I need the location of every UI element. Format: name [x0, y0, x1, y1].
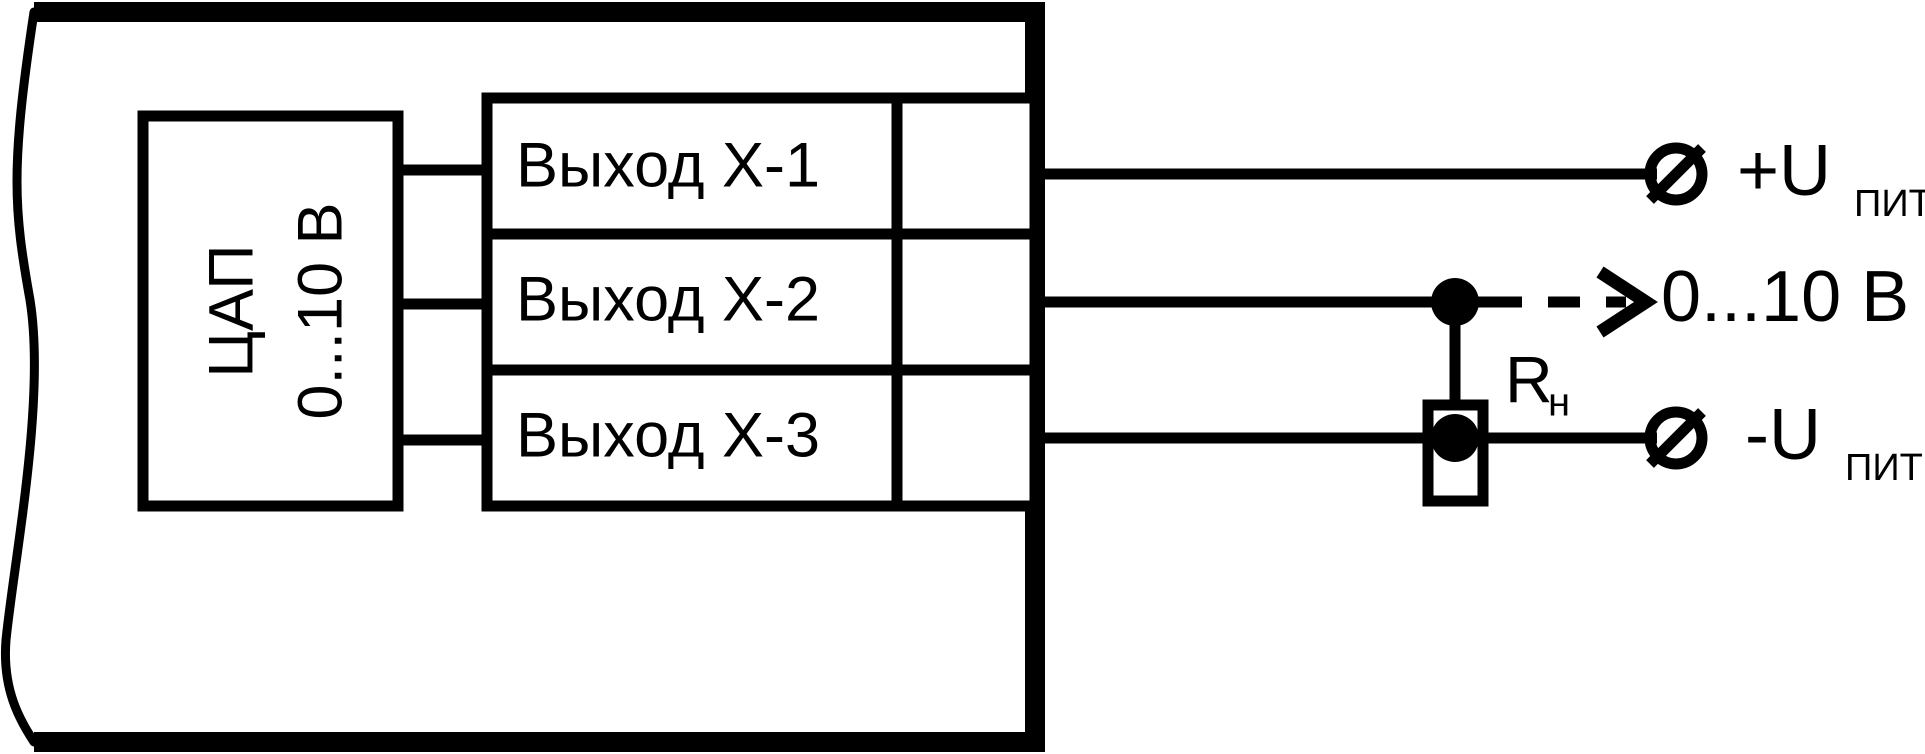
- external-wiring: [1035, 168, 1657, 498]
- dac-block: ЦАП 0...10 В: [137, 110, 404, 512]
- load-resistor: R н: [1422, 342, 1570, 507]
- minus-supply-terminal-slash-icon: [1646, 408, 1706, 468]
- minus-supply-subscript: ПИТ: [1845, 447, 1923, 489]
- internal-wiring: [392, 164, 487, 446]
- plus-supply-terminal-circle-icon: [1644, 142, 1708, 206]
- minus-supply-label: -U: [1745, 395, 1821, 475]
- output-label-3: Выход Х-3: [516, 401, 820, 471]
- plus-supply-label: +U: [1737, 131, 1831, 211]
- enclosure-break-line: [0, 7, 39, 747]
- signal-arrow-head: [1596, 266, 1658, 338]
- resistor-label: R: [1505, 342, 1553, 416]
- terminal-plus-supply: +U ПИТ: [1644, 131, 1925, 225]
- dac-label-line2: 0...10 В: [286, 202, 356, 419]
- dac-label-line1: ЦАП: [197, 244, 267, 377]
- signal-arrow: [1490, 266, 1658, 338]
- terminal-minus-supply: -U ПИТ: [1644, 395, 1923, 489]
- output-label-column: [481, 92, 903, 512]
- junction-dot-bottom: [1431, 414, 1479, 462]
- resistor-label-subscript: н: [1548, 381, 1570, 425]
- output-connector-column: [891, 92, 1041, 512]
- output-terminal-block: Выход Х-1 Выход Х-2 Выход Х-3: [481, 92, 1041, 512]
- signal-range-label: 0...10 В: [1661, 257, 1909, 337]
- junction-dot-top: [1431, 278, 1479, 326]
- output-label-1: Выход Х-1: [516, 131, 820, 201]
- junction-dots: [1431, 278, 1479, 462]
- plus-supply-subscript: ПИТ: [1854, 183, 1925, 225]
- dac-block-outline: [137, 110, 404, 512]
- minus-supply-terminal-circle-icon: [1644, 406, 1708, 470]
- output-label-2: Выход Х-2: [516, 265, 820, 335]
- plus-supply-terminal-slash-icon: [1646, 144, 1706, 204]
